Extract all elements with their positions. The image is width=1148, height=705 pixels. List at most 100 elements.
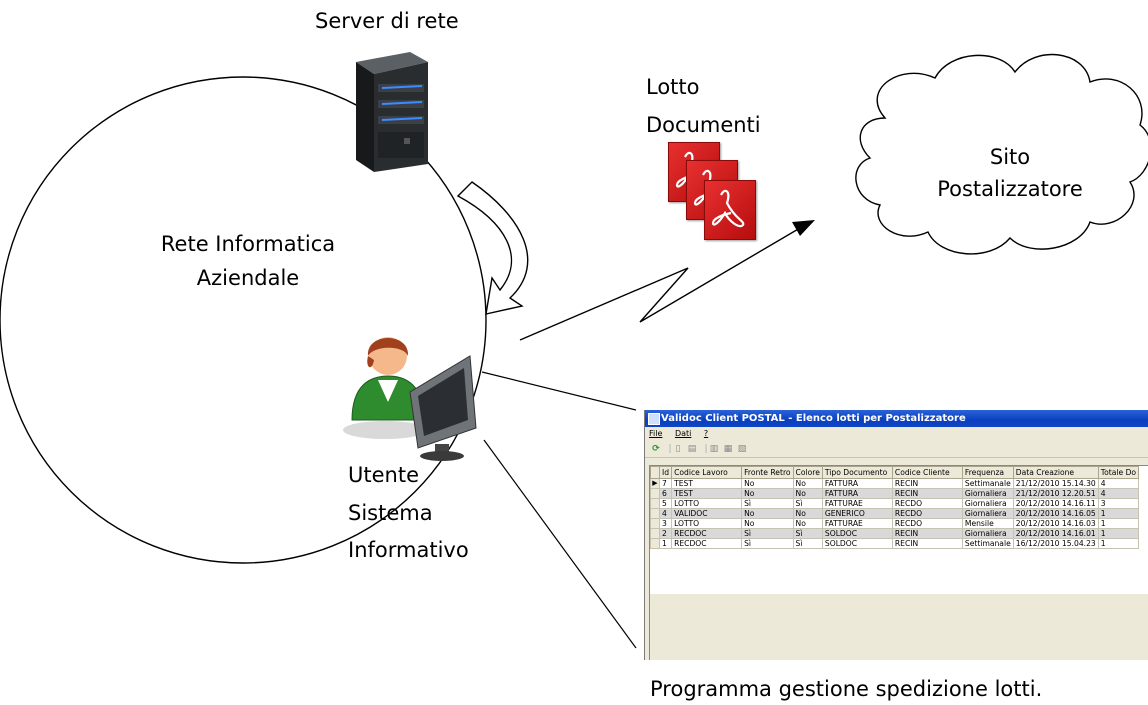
table-cell: 2 <box>658 528 673 539</box>
column-header[interactable]: Colore <box>792 466 823 479</box>
print-icon[interactable]: ▧ <box>737 444 747 454</box>
table-cell: RECDOC <box>671 528 743 539</box>
row-selector[interactable] <box>650 488 660 499</box>
table-cell: No <box>741 488 794 499</box>
menu-help[interactable]: ? <box>703 429 709 438</box>
table-cell: RECIN <box>891 488 963 499</box>
app-window: Validoc Client POSTAL - Elenco lotti per… <box>644 410 1148 660</box>
separator-icon: | <box>704 444 708 454</box>
table-cell: RECIN <box>891 528 963 539</box>
table-cell: No <box>741 518 794 529</box>
table-cell: 5 <box>658 498 673 509</box>
header-selector <box>650 466 660 479</box>
table-cell: GENERICO <box>821 508 893 519</box>
row-selector[interactable] <box>650 518 660 529</box>
table-cell: Mensile <box>961 518 1014 529</box>
table-cell: Sì <box>792 538 823 549</box>
table-cell: 4 <box>658 508 673 519</box>
rete-label-line1: Rete Informatica <box>160 232 336 256</box>
row-selector[interactable] <box>650 538 660 549</box>
table-cell: FATTURA <box>821 488 893 499</box>
table-cell: 21/12/2010 15.14.30 <box>1012 478 1099 489</box>
connector-line-top <box>481 371 637 411</box>
server-label: Server di rete <box>315 9 459 33</box>
table-cell: Giornaliera <box>961 528 1014 539</box>
table-cell: Sì <box>741 498 794 509</box>
table-cell: Giornaliera <box>961 498 1014 509</box>
table-cell: LOTTO <box>671 518 743 529</box>
toolbar: ⟳ | ▯ ▤ | ▥ ▦ ▧ <box>645 441 1148 458</box>
table-cell: TEST <box>671 478 743 489</box>
row-pointer-icon[interactable]: ▶ <box>650 478 660 489</box>
table-cell: FATTURA <box>821 478 893 489</box>
table-cell: RECIN <box>891 478 963 489</box>
row-selector[interactable] <box>650 508 660 519</box>
export-icon[interactable]: ▦ <box>723 444 733 454</box>
table-cell: RECDO <box>891 508 963 519</box>
table-cell: SOLDOC <box>821 528 893 539</box>
table-cell: 20/12/2010 14.16.11 <box>1012 498 1099 509</box>
column-header[interactable]: Tipo Documento <box>821 466 893 479</box>
table-cell: 20/12/2010 14.16.03 <box>1012 518 1099 529</box>
column-header[interactable]: Id <box>658 466 673 479</box>
row-selector[interactable] <box>650 528 660 539</box>
table-cell: 1 <box>1097 538 1140 549</box>
table-cell: SOLDOC <box>821 538 893 549</box>
table-cell: No <box>792 508 823 519</box>
column-header[interactable]: Data Creazione <box>1012 466 1099 479</box>
refresh-icon[interactable]: ⟳ <box>652 444 660 454</box>
column-header[interactable]: Fronte Retro <box>741 466 794 479</box>
app-icon <box>648 413 660 425</box>
column-header[interactable]: Codice Cliente <box>891 466 963 479</box>
column-header[interactable]: Totale Do <box>1097 466 1140 479</box>
sito-label-line2: Postalizzatore <box>937 177 1083 201</box>
data-grid: Id Codice Lavoro Fronte Retro Colore Tip… <box>649 465 1148 660</box>
table-cell: 21/12/2010 12.20.51 <box>1012 488 1099 499</box>
table-cell: Settimanale <box>961 538 1014 549</box>
utente-label-line3: Informativo <box>348 538 469 562</box>
column-header[interactable]: Frequenza <box>961 466 1014 479</box>
table-cell: 16/12/2010 15.04.23 <box>1012 538 1099 549</box>
table-cell: 7 <box>658 478 673 489</box>
separator-icon: | <box>668 444 672 454</box>
table-cell: RECDOC <box>671 538 743 549</box>
lotto-label-line1: Lotto <box>646 75 700 99</box>
table-cell: Giornaliera <box>961 508 1014 519</box>
utente-label-line2: Sistema <box>348 501 433 525</box>
pdf-document-icon <box>704 180 756 240</box>
table-cell: No <box>792 488 823 499</box>
sito-label-line1: Sito <box>989 145 1031 169</box>
table-cell: No <box>792 518 823 529</box>
rete-label-line2: Aziendale <box>196 266 300 290</box>
menu-dati[interactable]: Dati <box>674 429 692 438</box>
table-cell: No <box>741 508 794 519</box>
monitor-icon <box>409 355 477 461</box>
column-header[interactable]: Codice Lavoro <box>671 466 743 479</box>
table-cell: 3 <box>658 518 673 529</box>
table-cell: TEST <box>671 488 743 499</box>
table-cell: 4 <box>1097 488 1140 499</box>
copy-icon[interactable]: ▤ <box>687 444 697 454</box>
window-title: Validoc Client POSTAL - Elenco lotti per… <box>661 413 966 424</box>
edit-icon[interactable]: ▥ <box>709 444 719 454</box>
utente-label-line1: Utente <box>348 463 419 487</box>
table-cell: Settimanale <box>961 478 1014 489</box>
row-selector[interactable] <box>650 498 660 509</box>
zigzag-connection <box>519 227 801 341</box>
table-cell: 1 <box>658 538 673 549</box>
new-icon[interactable]: ▯ <box>675 444 681 454</box>
connector-line-bottom <box>483 439 637 649</box>
table-cell: RECDO <box>891 518 963 529</box>
table-cell: 1 <box>1097 528 1140 539</box>
menu-file[interactable]: File <box>649 429 663 438</box>
table-cell: No <box>792 478 823 489</box>
table-cell: 1 <box>1097 518 1140 529</box>
